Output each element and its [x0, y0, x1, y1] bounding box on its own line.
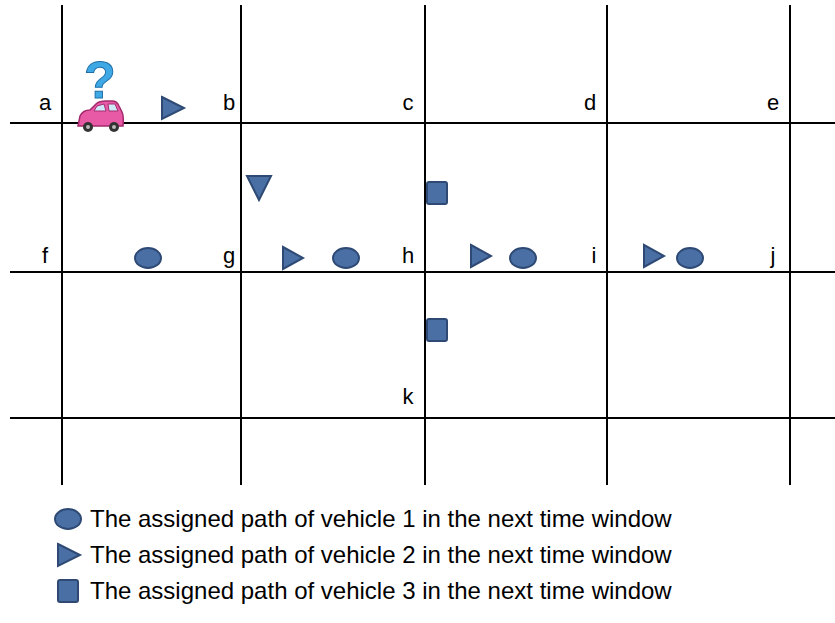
legend-text: The assigned path of vehicle 3 in the ne… — [90, 579, 672, 603]
node-label: c — [403, 92, 414, 114]
node-label: i — [592, 245, 597, 267]
node-label: g — [223, 245, 235, 267]
node-label: e — [767, 92, 779, 114]
node-label: j — [771, 245, 776, 267]
node-label: a — [39, 92, 51, 114]
question-mark: ? — [84, 54, 116, 106]
node-label: h — [402, 245, 414, 267]
node-label: b — [223, 92, 235, 114]
path-markers — [55, 97, 703, 602]
legend-text: The assigned path of vehicle 2 in the ne… — [90, 543, 672, 567]
roads — [10, 5, 835, 485]
node-label: d — [584, 92, 596, 114]
node-label: k — [403, 386, 414, 408]
node-label: f — [42, 245, 48, 267]
legend-text: The assigned path of vehicle 1 in the ne… — [90, 507, 672, 531]
